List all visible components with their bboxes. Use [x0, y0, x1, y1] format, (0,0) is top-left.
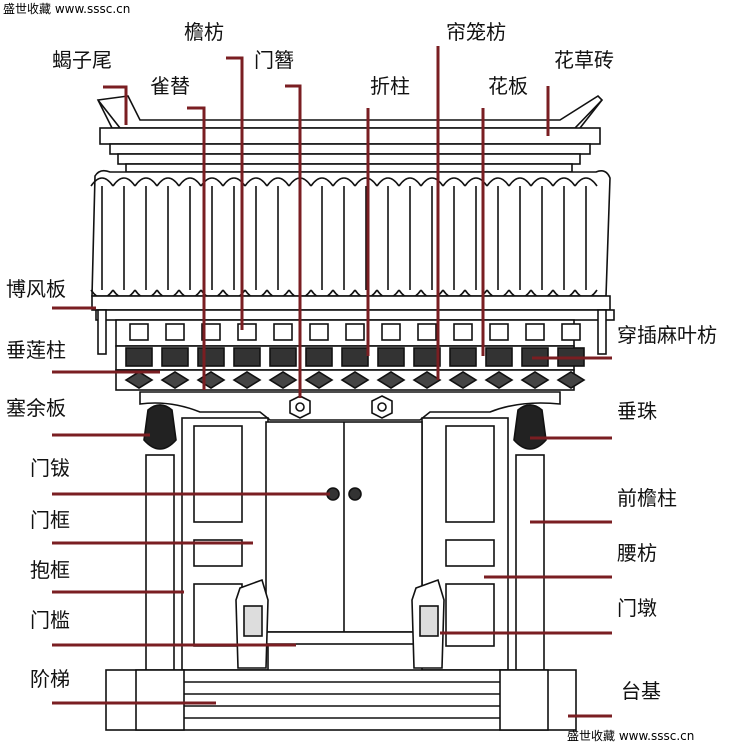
lozenge [340, 371, 370, 389]
label-chui-lian-zhu: 垂莲柱 [6, 338, 66, 362]
ornament-block [197, 347, 225, 367]
label-sai-yu-ban: 塞余板 [6, 396, 66, 420]
lozenge [484, 371, 514, 389]
label-tai-ji: 台基 [621, 679, 661, 703]
upper-block [453, 323, 473, 341]
leader-lines [52, 46, 612, 718]
lozenge [160, 371, 190, 389]
label-men-kuang: 门框 [30, 508, 70, 532]
platform [105, 669, 577, 731]
tile-cap [310, 177, 334, 187]
lozenge [232, 371, 262, 389]
tile-cap [552, 177, 576, 187]
tile-cap [442, 177, 466, 187]
ornament-block [377, 347, 405, 367]
roof-ridge [96, 94, 604, 173]
ornament-block [413, 347, 441, 367]
ornament-block [233, 347, 261, 367]
upper-block [129, 323, 149, 341]
label-qian-yan-zhu: 前檐柱 [617, 486, 677, 510]
upper-block [489, 323, 509, 341]
lozenge [520, 371, 550, 389]
tile-cap [420, 177, 444, 187]
ornament-block [449, 347, 477, 367]
upper-block [417, 323, 437, 341]
label-zhe-zhu: 折柱 [370, 74, 410, 98]
label-men-ba: 门钹 [30, 456, 70, 480]
label-men-dun: 门墩 [617, 596, 657, 620]
lozenge [304, 371, 334, 389]
label-bo-feng-ban: 博风板 [6, 277, 66, 301]
tile-cap [486, 177, 510, 187]
upper-block [525, 323, 545, 341]
tile-cap [508, 177, 532, 187]
upper-block [201, 323, 221, 341]
lozenge [376, 371, 406, 389]
gate-drawing [90, 94, 615, 731]
tile-cap [530, 177, 554, 187]
leader-yan-fang [226, 56, 244, 330]
label-men-kan: 门槛 [30, 608, 70, 632]
tile-cap [134, 177, 158, 187]
beam-zone [95, 309, 615, 421]
ornament-panels [124, 323, 586, 389]
side-panels [181, 417, 509, 671]
label-yan-fang: 檐枋 [184, 20, 224, 44]
door-pins [289, 395, 393, 419]
upper-block [165, 323, 185, 341]
tile-cap [156, 177, 180, 187]
lozenge [412, 371, 442, 389]
label-chui-zhu: 垂珠 [617, 399, 657, 423]
tile-cap [464, 177, 488, 187]
watermark-bottom: 盛世收藏 www.sssc.cn [567, 729, 695, 743]
lozenge [556, 371, 586, 389]
door-piers [235, 578, 445, 669]
label-lian-long-fang: 帘笼枋 [446, 20, 506, 44]
front-columns [145, 454, 545, 672]
tile-cap [244, 177, 268, 187]
leader-que-ti [187, 106, 206, 390]
tile-cap [398, 177, 422, 187]
tile-cap [266, 177, 290, 187]
roof-tiles [90, 169, 611, 311]
leader-xiezi-wei [103, 85, 128, 125]
upper-block [309, 323, 329, 341]
label-xiezi-wei: 蝎子尾 [52, 48, 112, 72]
tile-cap [376, 177, 400, 187]
upper-block [345, 323, 365, 341]
lozenge [124, 371, 154, 389]
tile-cap [574, 177, 598, 187]
lozenge [268, 371, 298, 389]
tile-cap [178, 177, 202, 187]
ornament-block [125, 347, 153, 367]
upper-block [273, 323, 293, 341]
tile-cap [90, 177, 114, 187]
upper-block [561, 323, 581, 341]
leader-men-zan [285, 84, 302, 398]
label-hua-ban: 花板 [488, 74, 528, 98]
tile-lines [90, 177, 598, 299]
label-hua-cao-zhuan: 花草砖 [554, 48, 614, 72]
ornament-block [305, 347, 333, 367]
tile-cap [332, 177, 356, 187]
label-men-zan: 门簪 [254, 48, 294, 72]
upper-block [381, 323, 401, 341]
watermark-top: 盛世收藏 www.sssc.cn [3, 2, 131, 16]
label-chuan-cha-ma-ye-fang: 穿插麻叶枋 [617, 323, 717, 347]
ornament-block [161, 347, 189, 367]
label-yao-fang: 腰枋 [617, 541, 657, 565]
label-jie-ti: 阶梯 [30, 667, 70, 691]
ornament-block [269, 347, 297, 367]
doors [265, 421, 423, 645]
label-bao-kuang: 抱框 [30, 558, 70, 582]
tile-cap [112, 177, 136, 187]
ornament-block [485, 347, 513, 367]
lozenge [448, 371, 478, 389]
tile-cap [354, 177, 378, 187]
label-que-ti: 雀替 [150, 74, 190, 98]
ornament-block [341, 347, 369, 367]
